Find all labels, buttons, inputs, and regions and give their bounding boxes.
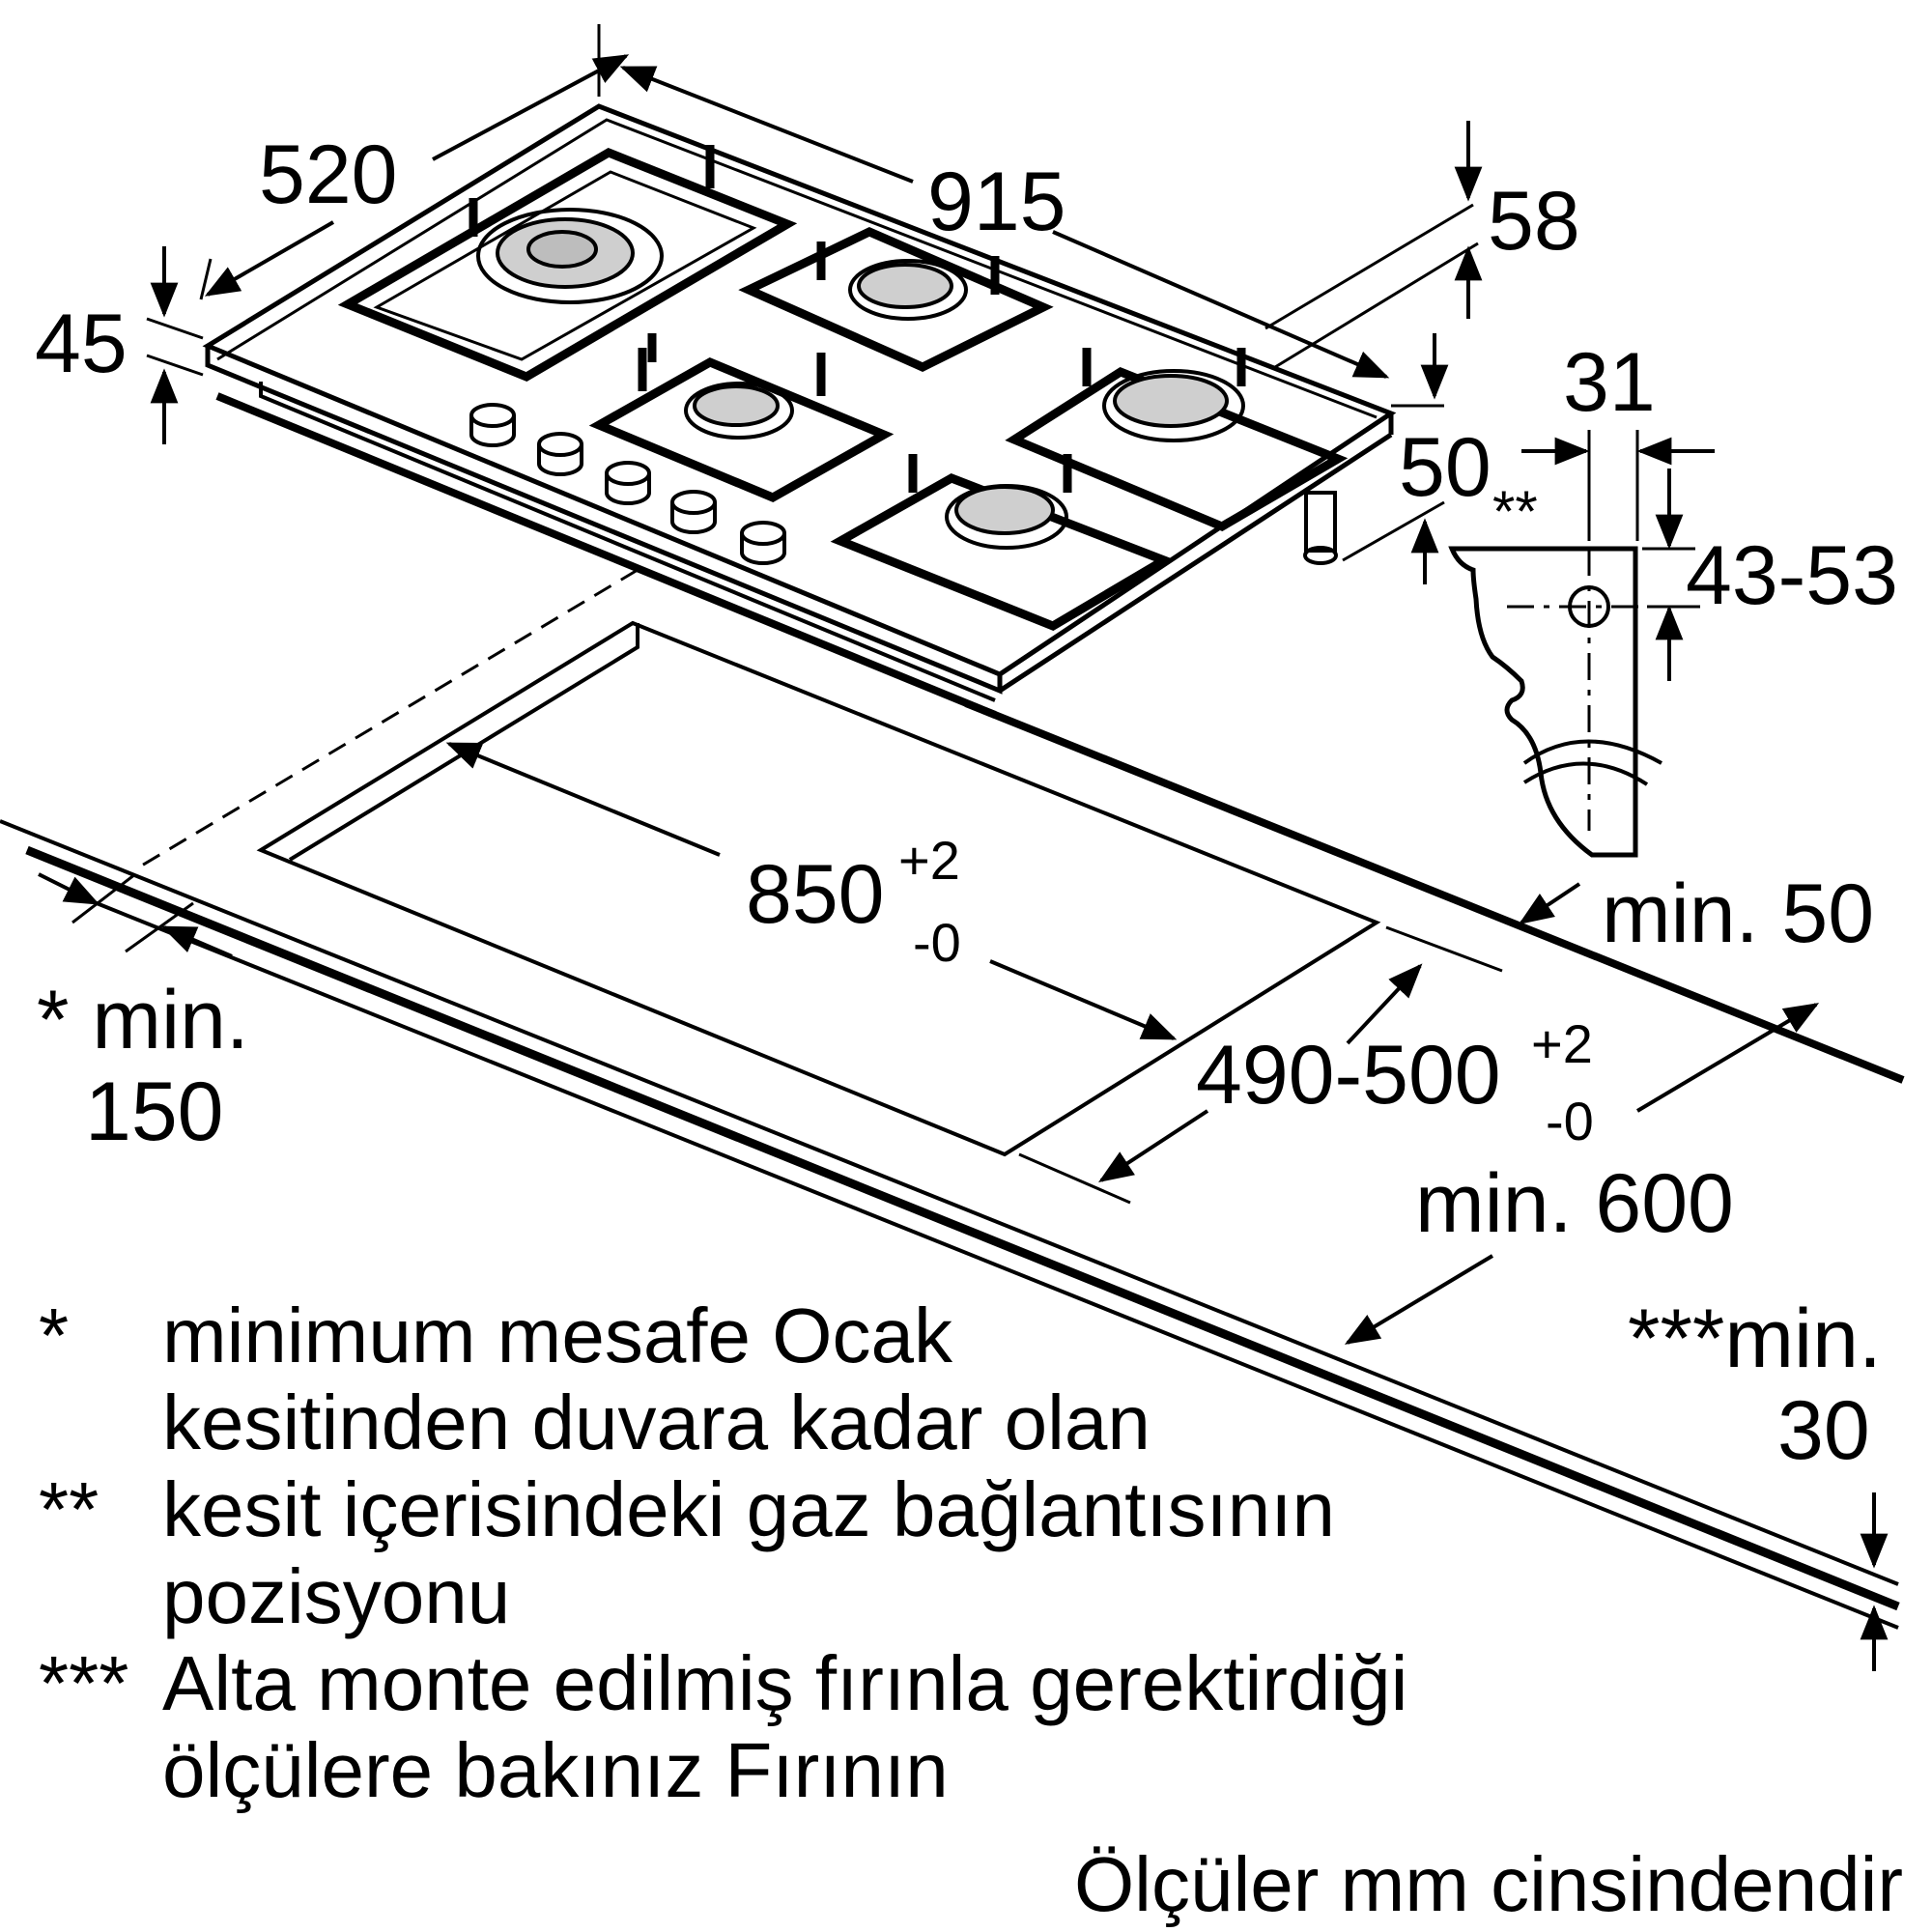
worktop-back-edge-lower (96, 901, 1899, 1630)
cutout-inner-edge (288, 623, 639, 862)
hidden-edge (134, 568, 639, 871)
dim-850-line-right (989, 959, 1178, 1040)
pan-support-right-front (830, 473, 1175, 632)
worktop (0, 699, 1905, 1630)
hob-top-inner-edge (216, 118, 1378, 419)
footnotes: * minimum mesafe Ocak kesitinden duvara … (39, 1293, 1903, 1927)
dim-850: 850 (746, 848, 885, 941)
units-note: Ölçüler mm cinsindendir (1074, 1841, 1903, 1927)
dim-490-500-tol-minus: -0 (1546, 1091, 1594, 1151)
knob-5 (740, 521, 786, 565)
burner-front-right (945, 484, 1068, 550)
note-3-marker: *** (39, 1640, 128, 1726)
dim-min-150-label: * min. (37, 974, 249, 1066)
gas-connector (1303, 491, 1338, 565)
worktop-front-edge (25, 845, 1900, 1611)
dim-915-line-left (619, 66, 914, 184)
section-profile (1448, 546, 1638, 858)
hob-front-edge (205, 346, 1003, 695)
worktop-back-edge-upper (0, 819, 1899, 1586)
dim-min-600: min. 600 (1415, 1157, 1734, 1250)
dim-31: 31 (1563, 336, 1656, 429)
dim-50: 50 (1399, 421, 1492, 514)
burner-back-center (848, 259, 968, 321)
dim-43-53: 43-53 (1686, 529, 1898, 622)
pan-support-right-back (1005, 366, 1349, 532)
dim-520: 520 (259, 128, 398, 221)
hob (202, 103, 1397, 719)
note-1-marker: * (39, 1293, 69, 1378)
burner-wok (476, 208, 664, 304)
burners (476, 208, 1245, 550)
note-2-line-1: kesit içerisindeki gaz bağlantısının (162, 1466, 1335, 1552)
note-2-marker: ** (39, 1466, 99, 1552)
dim-490-500-tol-plus: +2 (1531, 1013, 1593, 1074)
knob-2 (537, 432, 583, 476)
dim-915-line-right (1052, 230, 1390, 379)
gas-marker: ** (1492, 479, 1538, 544)
dim-min-150-value: 150 (85, 1065, 224, 1158)
note-3-line-1: Alta monte edilmiş fırınla gerektirdiği (162, 1640, 1407, 1726)
dim-490-500: 490-500 (1196, 1029, 1501, 1122)
dim-min-30-label: ***min. (1628, 1293, 1882, 1385)
knob-3 (605, 461, 651, 505)
pan-support-center-front (588, 357, 895, 502)
gas-connection-section (1448, 546, 1666, 858)
knob-4 (670, 490, 717, 534)
control-knobs (469, 403, 786, 565)
burner-front-center (684, 382, 794, 440)
dim-915: 915 (927, 156, 1066, 248)
knob-1 (469, 403, 516, 447)
cutout (256, 620, 1381, 1157)
note-1-line-2: kesitinden duvara kadar olan (162, 1379, 1151, 1465)
note-3-line-2: ölçülere bakınız Fırının (162, 1727, 949, 1813)
pan-support-center-back (738, 227, 1054, 372)
burner-back-right (1102, 369, 1245, 442)
dim-850-tol-plus: +2 (898, 830, 960, 891)
pan-supports (337, 145, 1349, 632)
dim-min-50: min. 50 (1602, 867, 1874, 960)
dim-min-30-value: 30 (1777, 1384, 1870, 1477)
dim-520-line (432, 54, 630, 161)
worktop-rear-wall (964, 699, 1905, 1084)
dimension-lines (38, 24, 1889, 1671)
cutout-outline (256, 620, 1381, 1157)
dimension-labels: 520 915 45 58 31 ** 43-53 50 min. 50 850… (35, 128, 1898, 1477)
dim-58: 58 (1488, 175, 1580, 268)
dim-45: 45 (35, 298, 128, 390)
dim-850-tol-minus: -0 (913, 912, 961, 973)
note-1-line-1: minimum mesafe Ocak (162, 1293, 953, 1378)
pan-support-left (337, 148, 798, 383)
note-2-line-2: pozisyonu (162, 1553, 510, 1639)
dim-850-line-left (445, 742, 721, 857)
